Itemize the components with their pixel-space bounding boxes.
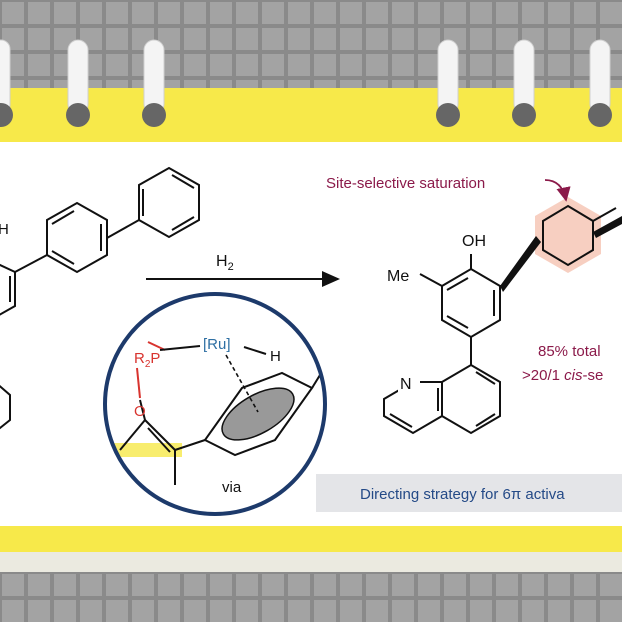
starting-material — [0, 166, 200, 430]
atom-oh: OH — [462, 233, 486, 250]
spiral-ring-icon — [588, 39, 612, 127]
spiral-ring-icon — [436, 39, 460, 127]
atom-n: N — [400, 376, 412, 393]
spiral-rings — [0, 39, 612, 127]
mechanism-inset: [Ru] H R2P O via — [103, 292, 327, 516]
spiral-ring-icon — [0, 39, 13, 127]
oxygen-label: O — [134, 403, 146, 420]
spiral-ring-icon — [66, 39, 90, 127]
callout-text: Site-selective saturation — [326, 175, 485, 192]
callout-arrow — [544, 179, 571, 202]
wedge-bond — [500, 236, 541, 292]
terminal-phenyl-ring — [138, 166, 200, 239]
atom-me: Me — [387, 268, 409, 285]
spiral-ring-icon — [142, 39, 166, 127]
product: N OH Me — [383, 197, 622, 435]
inset-ring — [103, 292, 327, 516]
biphenyl-middle-ring — [46, 201, 108, 274]
atom-h-left: H — [0, 221, 9, 238]
reagent-label: H2 — [216, 253, 234, 273]
phenol-ring-partial — [0, 263, 16, 316]
ru-arene-interaction — [225, 354, 259, 413]
phosphine-label: R2P — [134, 350, 160, 370]
ru-hydride: H — [270, 348, 281, 365]
selectivity-text: >20/1 cis-se — [522, 367, 603, 384]
ru-center: [Ru] — [203, 336, 231, 353]
bottom-paper-edge — [0, 552, 622, 572]
yield-text: 85% total — [538, 343, 601, 360]
bottom-yellow-strip — [0, 526, 622, 552]
quinoline-pyridine-ring — [383, 381, 443, 435]
spiral-ring-icon — [512, 39, 536, 127]
white-sheet — [0, 142, 622, 526]
via-label: via — [222, 479, 242, 496]
strategy-banner — [316, 474, 622, 512]
arene-pi-cloud — [221, 387, 295, 441]
quinoline-ring-partial — [0, 385, 11, 430]
strategy-banner-text: Directing strategy for 6π activa — [360, 486, 565, 503]
